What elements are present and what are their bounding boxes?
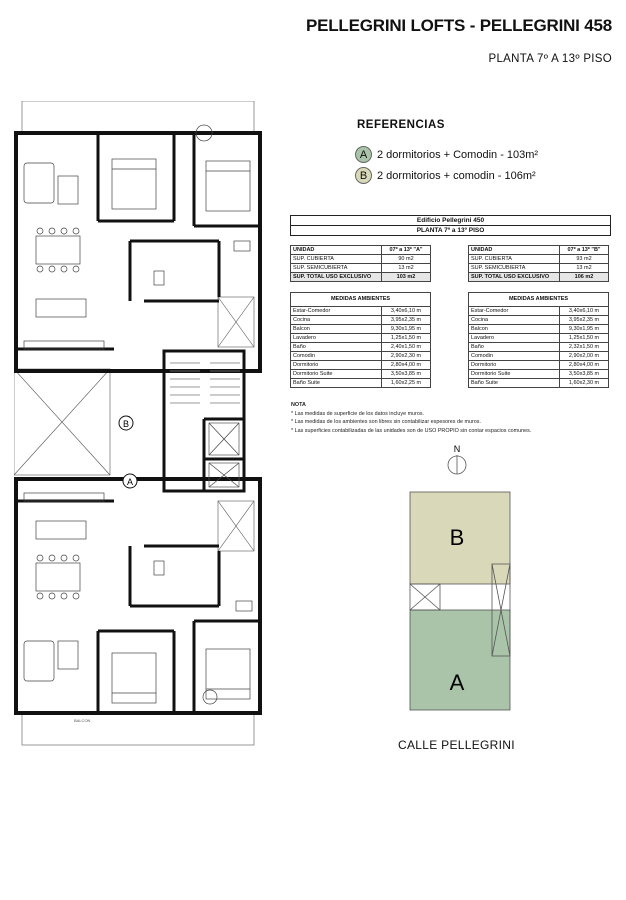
referencia-a-text: 2 dormitorios + Comodin - 103m² [377,148,539,161]
svg-text:A: A [127,477,133,487]
unit-b-marker: B [118,415,134,431]
building-floor: PLANTA 7º a 13º PISO [291,225,610,235]
unit-b-badge: B [355,167,372,184]
surface-table-b: UNIDAD 07º a 13º "B" SUP. CUBIERTA 93 m2… [468,245,609,282]
table-row: SUP. SEMICUBIERTA 13 m2 [468,263,609,273]
site-unit-a-label: A [450,670,465,695]
table-row: SUP. SEMICUBIERTA 13 m2 [290,263,431,273]
table-row: UNIDAD 07º a 13º "B" [468,245,609,255]
table-header: MEDIDAS AMBIENTES [290,292,431,307]
page-title: PELLEGRINI LOFTS - PELLEGRINI 458 [305,16,612,35]
unit-a-outline [14,477,262,715]
site-unit-a [409,609,511,711]
page-subtitle: PLANTA 7º A 13º PISO [488,53,612,65]
referencias-title: REFERENCIAS [357,119,445,131]
north-arrow: N [447,444,467,475]
patio-right-top [217,296,255,348]
site-void-right [491,563,511,657]
referencia-b: B 2 dormitorios + comodin - 106m² [355,167,536,184]
site-plan: N B A [409,444,511,711]
balcony-top [21,101,255,134]
furniture [23,124,253,705]
svg-text:N: N [454,444,461,454]
street-label: CALLE PELLEGRINI [398,738,515,752]
patio-left [14,368,111,476]
table-row: SUP. CUBIERTA 90 m2 [290,254,431,264]
table-row: SUP. CUBIERTA 93 m2 [468,254,609,264]
unit-a-marker: A [122,473,138,489]
site-void-left [409,583,441,611]
notes-title: NOTA [291,402,306,408]
referencia-b-text: 2 dormitorios + comodin - 106m² [377,169,536,182]
building-name: Edificio Pellegrini 450 [416,217,485,224]
note-line: * Las superficies contabilizadas de las … [291,427,532,434]
balcony-bottom [21,712,255,746]
unit-b-outline [14,131,262,373]
table-row: SUP. TOTAL USO EXCLUSIVO 106 m2 [468,272,609,282]
table-header: MEDIDAS AMBIENTES [468,292,609,307]
note-line: * Las medidas de los ambientes son libre… [291,419,481,426]
balcony-label: BALCON [74,718,91,723]
site-unit-b [409,491,511,585]
building-header-box: Edificio Pellegrini 450 PLANTA 7º a 13º … [290,215,611,236]
site-unit-b-label: B [450,525,465,550]
floor-plan: B A BALCON [14,101,262,746]
surface-table-a: UNIDAD 07º a 13º "A" SUP. CUBIERTA 90 m2… [290,245,431,282]
table-row: SUP. TOTAL USO EXCLUSIVO 103 m2 [290,272,431,282]
table-row: UNIDAD 07º a 13º "A" [290,245,431,255]
unit-a-badge: A [355,146,372,163]
notes: NOTA * Las medidas de superficie de los … [291,401,531,435]
note-line: * Las medidas de superficie de los datos… [291,410,425,417]
referencia-a: A 2 dormitorios + Comodin - 103m² [355,146,538,163]
svg-text:B: B [123,419,129,429]
patio-right-bottom [217,500,255,552]
